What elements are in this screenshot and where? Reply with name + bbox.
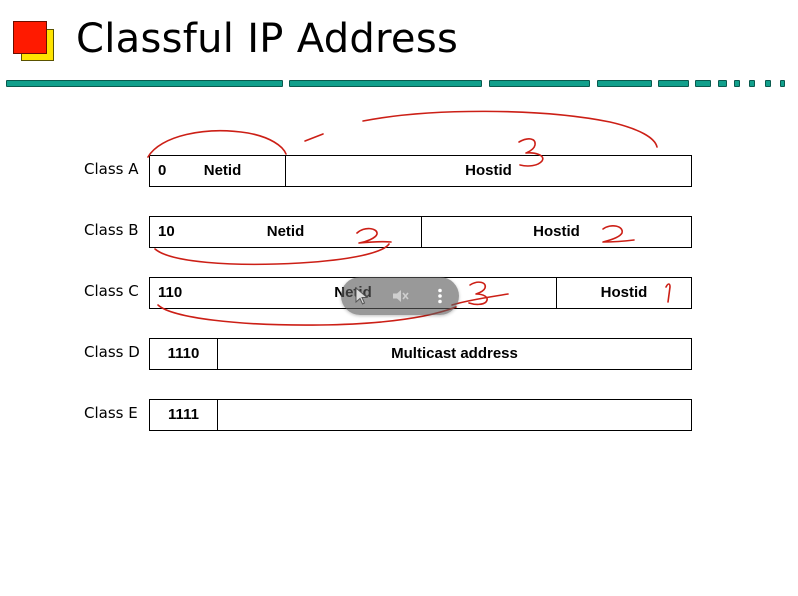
divider-segment <box>6 80 283 87</box>
mute-icon[interactable] <box>387 283 413 309</box>
field-divider <box>556 278 557 308</box>
field-divider <box>285 156 286 186</box>
class-e-reserved <box>218 400 691 430</box>
class-b-address-bar: 10 Netid Hostid <box>149 216 692 248</box>
slide-logo <box>13 21 57 63</box>
class-c-prefix: 110 <box>158 284 183 301</box>
class-a-label: Class A <box>84 160 139 178</box>
divider-segment <box>597 80 652 87</box>
divider-segment <box>718 80 727 87</box>
class-b-label: Class B <box>84 221 139 239</box>
field-divider <box>217 339 218 369</box>
slide-title: Classful IP Address <box>76 16 459 62</box>
divider-segment <box>749 80 755 87</box>
divider-segment <box>489 80 590 87</box>
divider-segment <box>289 80 482 87</box>
class-d-prefix: 1110 <box>167 345 200 362</box>
class-d-address-bar: 1110 Multicast address <box>149 338 692 370</box>
class-a-hostid: Hostid <box>465 162 512 179</box>
ink-arc-class-a-hostid <box>362 110 658 148</box>
divider-segment <box>695 80 711 87</box>
divider-segment <box>780 80 785 87</box>
divider-segment <box>734 80 740 87</box>
pointer-icon[interactable] <box>348 283 374 309</box>
ink-arc-class-a-netid <box>147 130 287 158</box>
divider-segment <box>765 80 771 87</box>
class-d-label: Class D <box>84 343 140 361</box>
class-e-label: Class E <box>84 404 138 422</box>
class-a-address-bar: 0 Netid Hostid <box>149 155 692 187</box>
logo-red-square <box>13 21 47 54</box>
field-divider <box>217 400 218 430</box>
divider-segment <box>658 80 689 87</box>
more-options-icon[interactable] <box>427 283 453 309</box>
class-b-hostid: Hostid <box>533 223 580 240</box>
class-a-prefix: 0 <box>158 162 167 179</box>
ink-tick <box>304 133 324 142</box>
pen-toolbar <box>341 277 459 315</box>
field-divider <box>421 217 422 247</box>
class-e-address-bar: 1111 <box>149 399 692 431</box>
class-a-netid: Netid <box>203 162 242 179</box>
class-c-hostid: Hostid <box>600 284 648 301</box>
class-c-label: Class C <box>84 282 139 300</box>
class-d-multicast: Multicast address <box>391 345 518 362</box>
class-e-prefix: 1111 <box>168 406 199 423</box>
class-b-netid: Netid <box>266 223 305 240</box>
class-b-prefix: 10 <box>158 223 175 240</box>
